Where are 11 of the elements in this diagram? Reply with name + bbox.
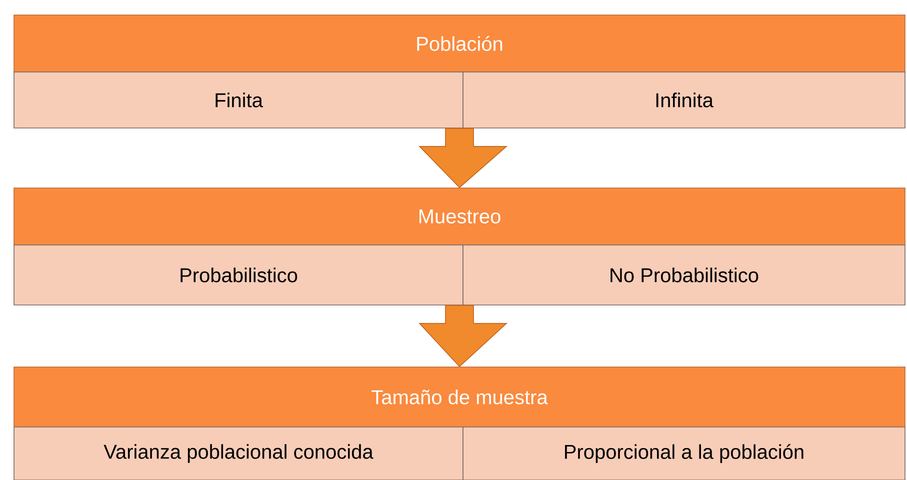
- block-arrow: [418, 305, 508, 368]
- heading-band: Población: [14, 14, 906, 72]
- category-box: Proporcional a la población: [462, 426, 906, 480]
- heading-band: Tamaño de muestra: [14, 366, 906, 428]
- category-box: Varianza poblacional conocida: [14, 426, 464, 480]
- heading-band: Muestreo: [14, 188, 906, 246]
- block-arrow: [418, 128, 508, 188]
- category-box: Probabilistico: [14, 244, 464, 306]
- category-box: No Probabilistico: [462, 244, 906, 306]
- category-box: Infinita: [462, 72, 906, 128]
- category-box: Finita: [14, 72, 464, 128]
